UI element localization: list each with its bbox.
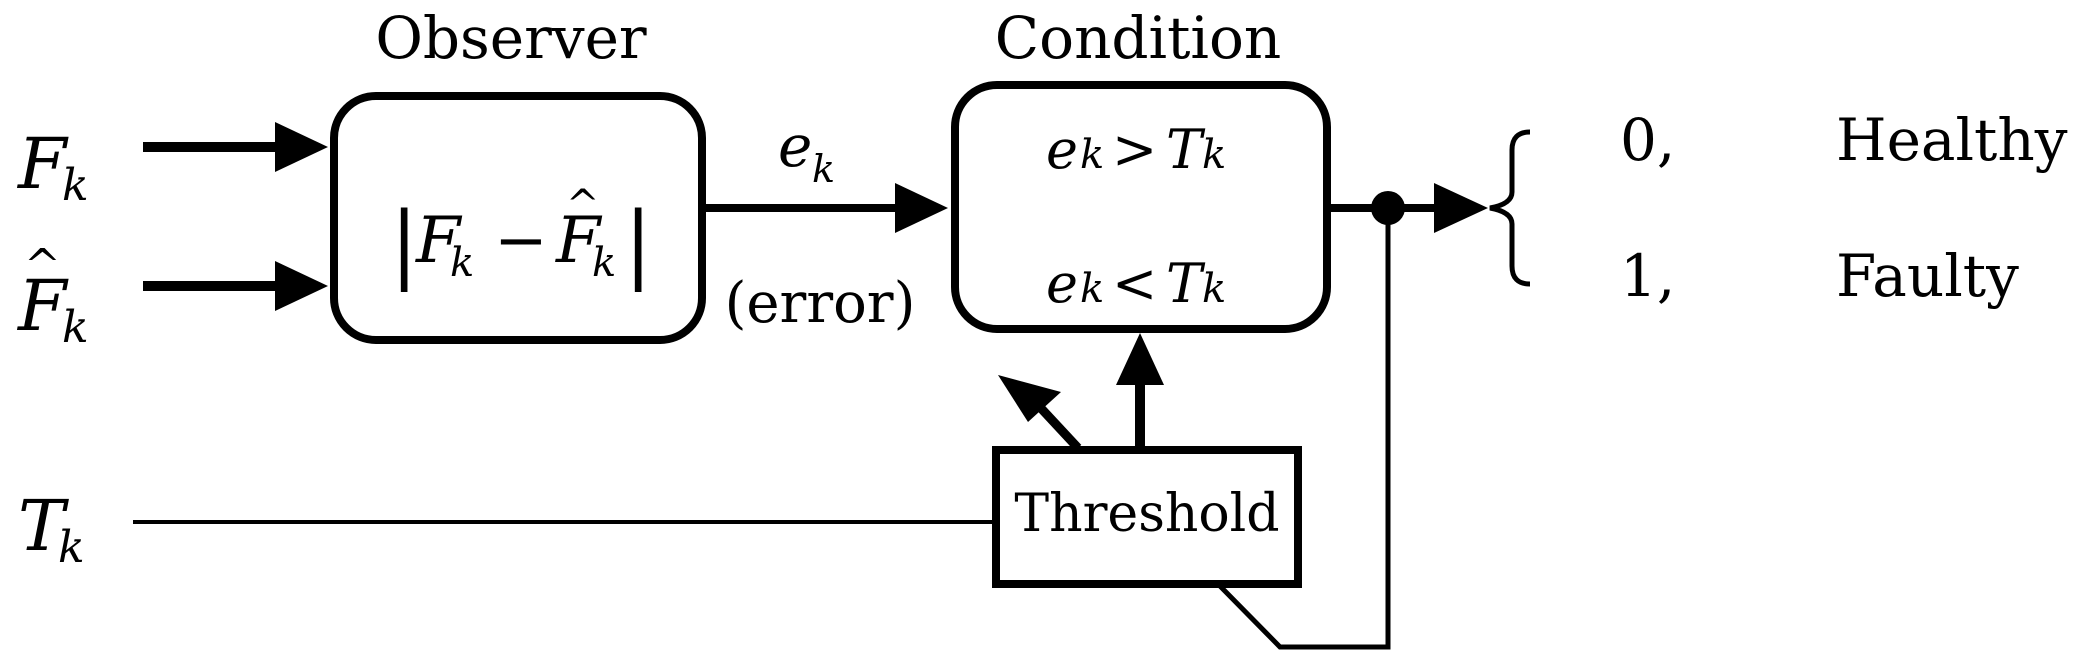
observer-formula-f-sub: k: [450, 240, 474, 286]
condition-row2-e: e: [1046, 252, 1078, 315]
condition-row1-op: >: [1112, 118, 1157, 181]
output-healthy-label: Healthy: [1836, 106, 2068, 174]
input-t-label: T k: [18, 485, 85, 573]
threshold-adjust-arrow: [998, 375, 1082, 452]
input-fhat-main: F: [16, 265, 69, 347]
input-fhat-arrow: [143, 261, 328, 311]
observer-formula-fhat-hat: ^: [566, 182, 600, 228]
input-f-sub: k: [62, 160, 89, 211]
condition-row1-t: T: [1166, 118, 1206, 181]
output-faulty-value: 1,: [1620, 242, 1675, 310]
output-faulty-label: Faulty: [1836, 242, 2019, 310]
input-fhat-label: ^ F k: [16, 240, 89, 353]
input-f-main: F: [16, 123, 69, 205]
condition-row2-t-sub: k: [1202, 266, 1226, 312]
input-fhat-sub: k: [62, 302, 89, 353]
input-t-main: T: [18, 485, 69, 567]
condition-row-less: e k < T k: [1046, 252, 1226, 315]
condition-block: [951, 81, 1331, 333]
observer-formula: | F k − ^ F k |: [390, 182, 652, 292]
condition-row1-t-sub: k: [1202, 132, 1226, 178]
threshold-block: [992, 446, 1302, 588]
condition-row-greater: e k > T k: [1046, 118, 1226, 181]
feedback-line: [1216, 208, 1391, 650]
observer-block: [330, 92, 706, 344]
condition-title: Condition: [995, 4, 1281, 72]
error-arrow: [706, 183, 948, 233]
error-signal-sub: k: [812, 147, 835, 191]
output-brace: [1489, 129, 1531, 287]
input-f-arrow: [143, 122, 328, 172]
observer-formula-bar-right: |: [624, 194, 652, 292]
input-f-label: F k: [16, 123, 89, 211]
observer-title: Observer: [375, 4, 647, 72]
error-label: (error): [725, 271, 916, 336]
input-t-sub: k: [58, 522, 85, 573]
condition-row1-e: e: [1046, 118, 1078, 181]
condition-row1-e-sub: k: [1080, 132, 1104, 178]
observer-formula-fhat-main: F: [555, 204, 603, 278]
condition-row2-e-sub: k: [1080, 266, 1104, 312]
observer-formula-f-main: F: [415, 204, 463, 278]
condition-row2-t: T: [1166, 252, 1206, 315]
observer-formula-fhat-sub: k: [592, 240, 616, 286]
observer-formula-minus: −: [494, 204, 548, 278]
error-signal-label: e k: [778, 112, 835, 191]
threshold-label: Threshold: [1014, 484, 1279, 544]
observer-formula-bar-left: |: [390, 194, 418, 292]
output-healthy-value: 0,: [1620, 106, 1675, 174]
threshold-to-condition-arrow: [1116, 333, 1164, 450]
output-arrow: [1331, 183, 1488, 233]
condition-row2-op: <: [1112, 252, 1157, 315]
error-signal-main: e: [778, 112, 812, 180]
input-fhat-hat: ^: [24, 240, 61, 291]
